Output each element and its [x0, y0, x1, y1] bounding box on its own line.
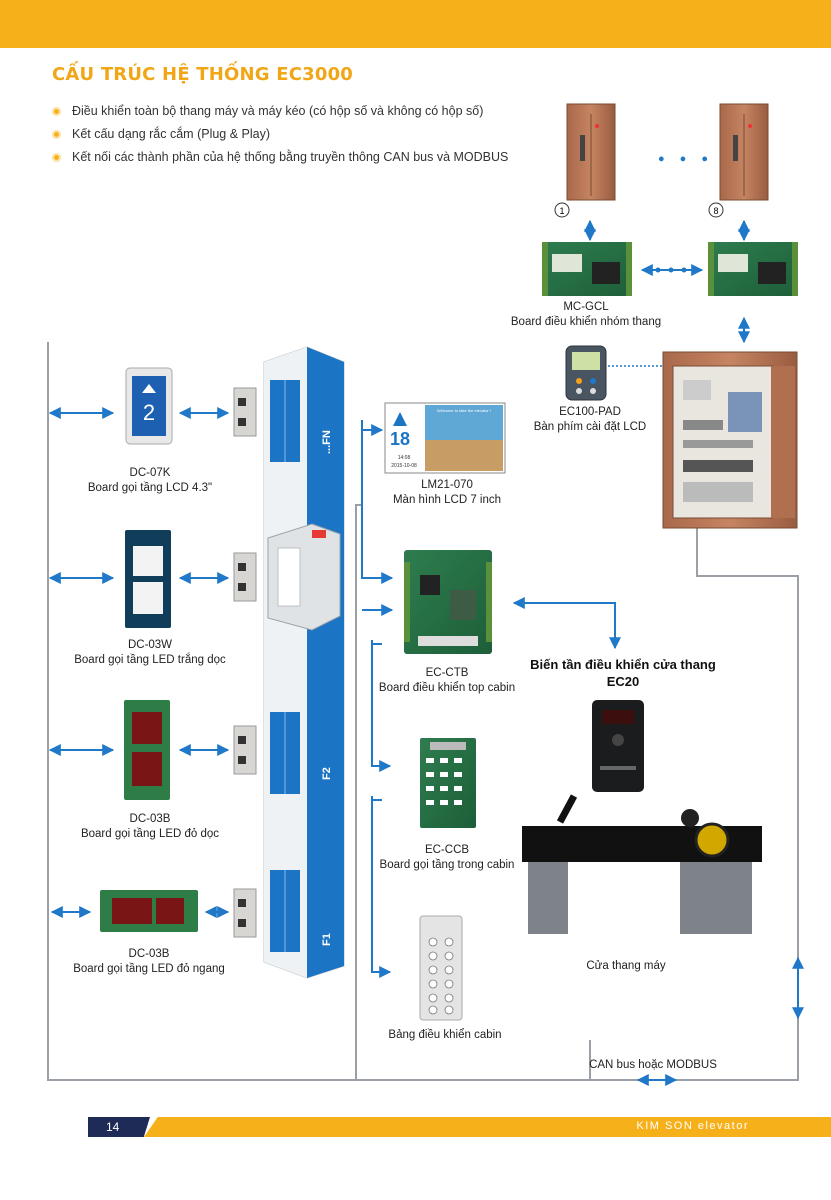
ec-ctb-code: EC-CTB	[425, 667, 469, 679]
mc-gcl-board-8	[708, 242, 798, 296]
main-controller-cabinet	[662, 351, 798, 529]
ec100-pad-code: EC100-PAD	[559, 406, 621, 418]
feature-item: Kết nối các thành phần của hệ thống bằng…	[52, 146, 508, 169]
lm21-070-code: LM21-070	[421, 479, 473, 491]
cabin-trunk-line	[355, 504, 362, 1080]
footer-brand-bar: KIM SON elevator	[144, 1117, 831, 1137]
page-number: 14	[106, 1120, 120, 1134]
lcd-date: 2015-10-08	[391, 463, 417, 469]
mc-gcl-code: MC-GCL	[563, 301, 609, 313]
ec-ccb-code: EC-CCB	[424, 844, 470, 856]
controller-cabinet-8	[719, 103, 769, 201]
elevator-shaft	[263, 346, 345, 979]
dc-07k-code: DC-07K	[129, 467, 171, 479]
elevator-car	[267, 523, 341, 631]
caption-door: Cửa thang máy	[566, 959, 686, 974]
caption-ec-ccb: EC-CCB Board gọi tầng trong cabin	[362, 843, 532, 873]
dc-03w-desc: Board gọi tầng LED trắng dọc	[74, 654, 226, 666]
dc-03b-vertical-code: DC-03B	[129, 813, 171, 825]
lcd-banner: Welcome to take the elevator !	[437, 408, 491, 413]
feature-text: Kết cấu dạng rắc cắm (Plug & Play)	[72, 127, 271, 141]
ec-ctb-board	[404, 550, 492, 654]
ec-ccb-connectors	[426, 758, 462, 805]
shaft-floor-f1: F1	[321, 933, 333, 946]
dc-03b-horizontal-desc: Board gọi tầng LED đỏ ngang	[73, 963, 225, 975]
door-operator	[522, 794, 762, 934]
bullet-icon	[52, 107, 61, 116]
footer-brand: KIM SON elevator	[636, 1120, 749, 1132]
cabin-panel-desc: Bảng điều khiển cabin	[388, 1029, 502, 1041]
feature-item: Điều khiển toàn bộ thang máy và máy kéo …	[52, 100, 508, 123]
dc-03b-horizontal-board	[100, 890, 198, 932]
caption-lm21-070: LM21-070 Màn hình LCD 7 inch	[372, 478, 522, 508]
dc-03b-vertical-desc: Board gọi tầng LED đỏ dọc	[80, 828, 220, 840]
bullet-icon	[52, 153, 61, 162]
ec100-pad-desc: Bàn phím cài đặt LCD	[533, 421, 647, 433]
lm21-070-screen	[384, 402, 506, 474]
dc-07k-desc: Board gọi tầng LCD 4.3"	[87, 482, 213, 494]
lm21-070-desc: Màn hình LCD 7 inch	[392, 494, 502, 506]
door-desc: Cửa thang máy	[586, 960, 666, 972]
feature-text: Kết nối các thành phần của hệ thống bằng…	[72, 150, 509, 164]
feature-list: Điều khiển toàn bộ thang máy và máy kéo …	[52, 100, 508, 169]
footer-page-tab: 14	[88, 1117, 150, 1137]
bus-label: CAN bus hoặc MODBUS	[589, 1059, 717, 1071]
dc-03b-horizontal-code: DC-03B	[128, 948, 170, 960]
dc-03w-board	[125, 530, 171, 628]
ec20-inverter	[592, 700, 644, 792]
indicator-digit: 2	[143, 400, 155, 425]
can-bus-line	[47, 342, 799, 1081]
cabinet-number-last: 8	[713, 206, 718, 216]
ec100-pad-keypad	[565, 345, 607, 401]
cabin-panel-buttons	[428, 937, 454, 1015]
feature-text: Điều khiển toàn bộ thang máy và máy kéo …	[72, 104, 484, 118]
ec-ctb-desc: Board điều khiển top cabin	[378, 682, 516, 694]
caption-dc-03b-horizontal: DC-03B Board gọi tầng LED đỏ ngang	[56, 947, 242, 977]
caption-cabin-panel: Bảng điều khiển cabin	[375, 1028, 515, 1043]
caption-ec100-pad: EC100-PAD Bàn phím cài đặt LCD	[520, 405, 660, 435]
cabin-control-panel	[419, 915, 463, 1021]
caption-dc-03w: DC-03W Board gọi tầng LED trắng dọc	[60, 638, 240, 668]
caption-ec-ctb: EC-CTB Board điều khiển top cabin	[362, 666, 532, 696]
page-title: CẤU TRÚC HỆ THỐNG EC3000	[52, 64, 354, 85]
mc-gcl-desc: Board điều khiển nhóm thang	[510, 316, 662, 328]
feature-item: Kết cấu dạng rắc cắm (Plug & Play)	[52, 123, 508, 146]
header-bar	[0, 0, 831, 48]
cabinet-number-first: 1	[559, 206, 564, 216]
dc-07k-display: 2	[125, 367, 173, 445]
cabinet-ellipsis: ● ● ●	[658, 153, 714, 165]
dc-03w-code: DC-03W	[127, 639, 173, 651]
lcd-floor-number: 18	[390, 429, 410, 449]
caption-mc-gcl: MC-GCL Board điều khiển nhóm thang	[496, 300, 676, 330]
ec-ccb-desc: Board gọi tầng trong cabin	[379, 859, 515, 871]
caption-dc-03b-vertical: DC-03B Board gọi tầng LED đỏ dọc	[60, 812, 240, 842]
ec20-title: Biến tần điều khiển cửa thang	[530, 657, 716, 672]
ec-ccb-board	[420, 738, 476, 828]
ec20-code: EC20	[606, 674, 640, 689]
bus-lines	[47, 342, 799, 1081]
shaft-floor-fn: ...FN	[321, 430, 333, 454]
lcd-clock: 14:08	[398, 455, 411, 461]
controller-cabinet-1	[566, 103, 616, 201]
caption-ec20: Biến tần điều khiển cửa thang EC20	[505, 656, 741, 690]
bullet-icon	[52, 130, 61, 139]
mc-gcl-board-1	[542, 242, 632, 296]
dc-03b-vertical-board	[124, 700, 170, 800]
caption-dc-07k: DC-07K Board gọi tầng LCD 4.3"	[70, 466, 230, 496]
connection-arrows	[48, 219, 804, 1086]
shaft-floor-f2: F2	[321, 767, 333, 780]
